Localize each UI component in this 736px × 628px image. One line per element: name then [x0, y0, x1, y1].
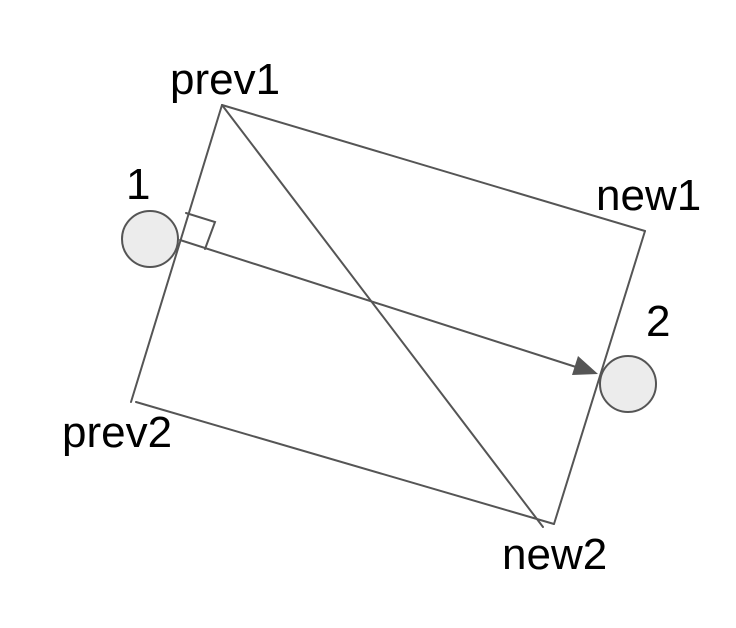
edge-prev1-new1: [221, 104, 646, 232]
node-1-circle: [121, 210, 179, 268]
edge-new1-new2: [553, 230, 646, 525]
edge-prev1-prev2: [130, 104, 223, 403]
label-prev2: prev2: [62, 408, 172, 457]
label-new1: new1: [596, 171, 701, 220]
edge-prev2-new2: [135, 401, 555, 525]
right-angle-marker: [185, 212, 217, 250]
diagonal-prev1-new2: [221, 104, 544, 528]
label-node-2: 2: [646, 297, 670, 346]
label-node-1: 1: [126, 160, 150, 209]
node-2-circle: [599, 355, 657, 413]
arrow-line: [179, 239, 577, 368]
arrowhead: [572, 356, 598, 375]
label-new2: new2: [502, 530, 607, 579]
label-prev1: prev1: [170, 55, 280, 104]
